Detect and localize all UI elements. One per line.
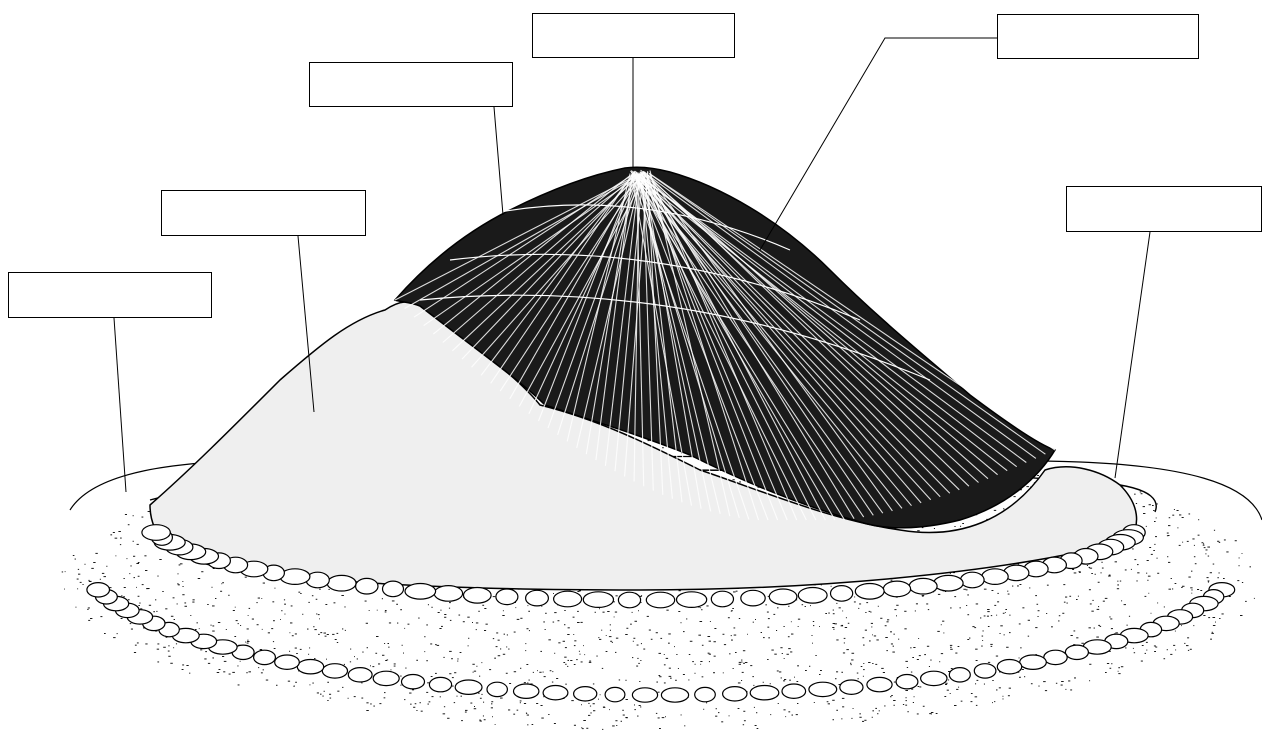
leader-line-3 (494, 107, 503, 215)
leader-line-2 (760, 38, 997, 250)
label-box-top-center (532, 13, 735, 58)
label-box-top-right (997, 14, 1199, 59)
label-box-upper-left (309, 62, 513, 107)
label-box-far-left (8, 272, 212, 318)
label-box-right (1066, 186, 1262, 232)
leader-line-5 (1115, 232, 1150, 478)
label-box-middle-left (161, 190, 366, 236)
leader-line-6 (114, 318, 126, 492)
